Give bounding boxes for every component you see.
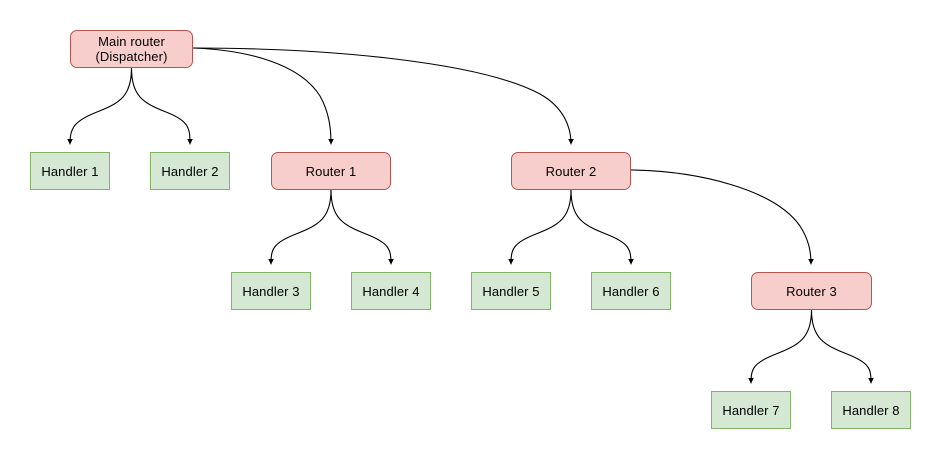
node-router-3-label: Router 3 <box>786 283 837 299</box>
node-handler-7[interactable]: Handler 7 <box>711 391 791 429</box>
edge-main-to-router-1 <box>192 47 334 145</box>
node-handler-5-label: Handler 5 <box>482 283 540 299</box>
node-handler-4[interactable]: Handler 4 <box>351 272 431 310</box>
node-handler-3-label: Handler 3 <box>242 283 300 299</box>
node-handler-4-label: Handler 4 <box>362 283 420 299</box>
edge-router-1-to-handler-4 <box>330 189 394 265</box>
edge-main-to-handler-1 <box>67 67 133 145</box>
node-router-2-label: Router 2 <box>545 163 597 179</box>
node-handler-2-label: Handler 2 <box>161 163 219 179</box>
node-router-2[interactable]: Router 2 <box>511 152 631 190</box>
node-handler-8[interactable]: Handler 8 <box>831 391 911 429</box>
edge-router-2-to-router-3 <box>630 169 814 265</box>
node-router-1-label: Router 1 <box>305 163 357 179</box>
edge-router-2-to-handler-6 <box>570 189 634 265</box>
node-main-router[interactable]: Main router (Dispatcher) <box>70 30 193 68</box>
node-handler-7-label: Handler 7 <box>722 402 780 418</box>
node-handler-8-label: Handler 8 <box>842 402 900 418</box>
edge-router-2-to-handler-5 <box>508 189 572 265</box>
edge-router-3-to-handler-8 <box>810 309 874 384</box>
node-handler-2[interactable]: Handler 2 <box>150 152 230 190</box>
node-handler-6[interactable]: Handler 6 <box>591 272 671 310</box>
node-handler-5[interactable]: Handler 5 <box>471 272 551 310</box>
node-handler-1-label: Handler 1 <box>41 163 99 179</box>
edge-main-to-router-2 <box>192 47 574 145</box>
node-handler-1[interactable]: Handler 1 <box>30 152 110 190</box>
node-handler-3[interactable]: Handler 3 <box>231 272 311 310</box>
edge-router-3-to-handler-7 <box>748 309 813 384</box>
node-router-1[interactable]: Router 1 <box>271 152 391 190</box>
edge-router-1-to-handler-3 <box>268 189 332 265</box>
node-router-3[interactable]: Router 3 <box>751 272 872 310</box>
node-main-router-label: Main router (Dispatcher) <box>95 34 168 64</box>
edge-main-to-handler-2 <box>130 67 193 145</box>
node-handler-6-label: Handler 6 <box>602 283 660 299</box>
